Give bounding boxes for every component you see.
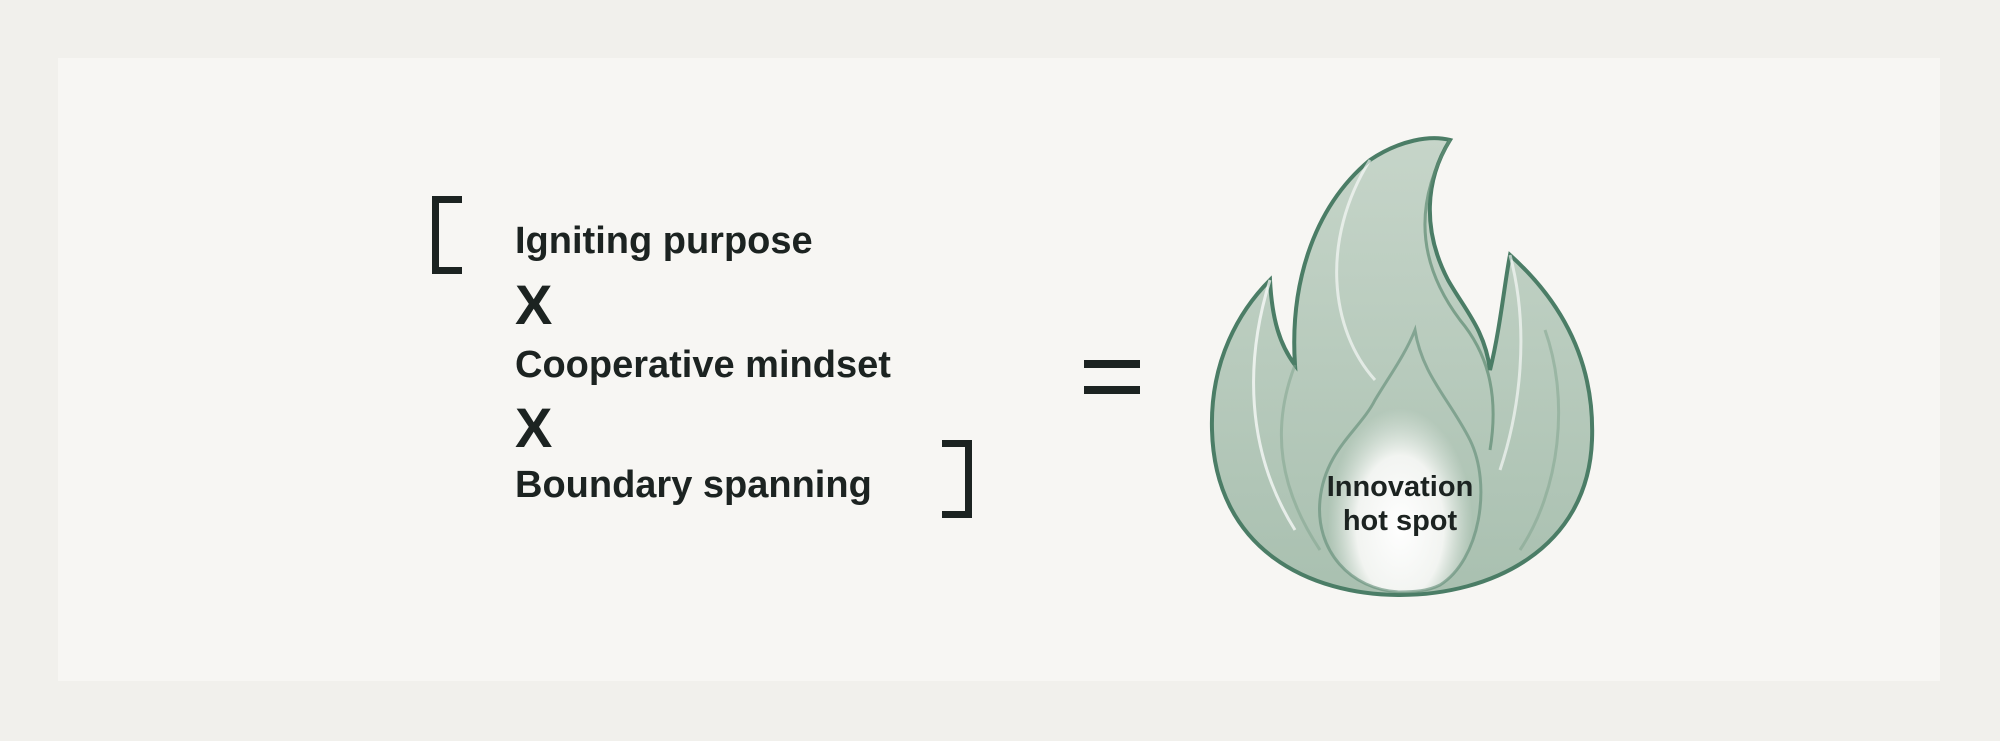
flame-icon — [1209, 136, 1595, 598]
term-cooperative-mindset: Cooperative mindset — [515, 344, 891, 386]
right-bracket — [942, 440, 972, 518]
left-bracket — [432, 196, 462, 274]
multiply-operator-1: X — [515, 273, 553, 336]
term-igniting-purpose: Igniting purpose — [515, 220, 813, 262]
equals-sign — [1084, 360, 1140, 394]
diagram-canvas — [58, 58, 1940, 681]
multiply-operator-2: X — [515, 396, 553, 459]
result-label-line1: Innovation — [1326, 471, 1474, 503]
result-label-line2: hot spot — [1342, 505, 1458, 537]
flame-shape — [1209, 136, 1595, 598]
result-label: Innovation hot spot — [1290, 470, 1510, 538]
term-boundary-spanning: Boundary spanning — [515, 464, 872, 506]
